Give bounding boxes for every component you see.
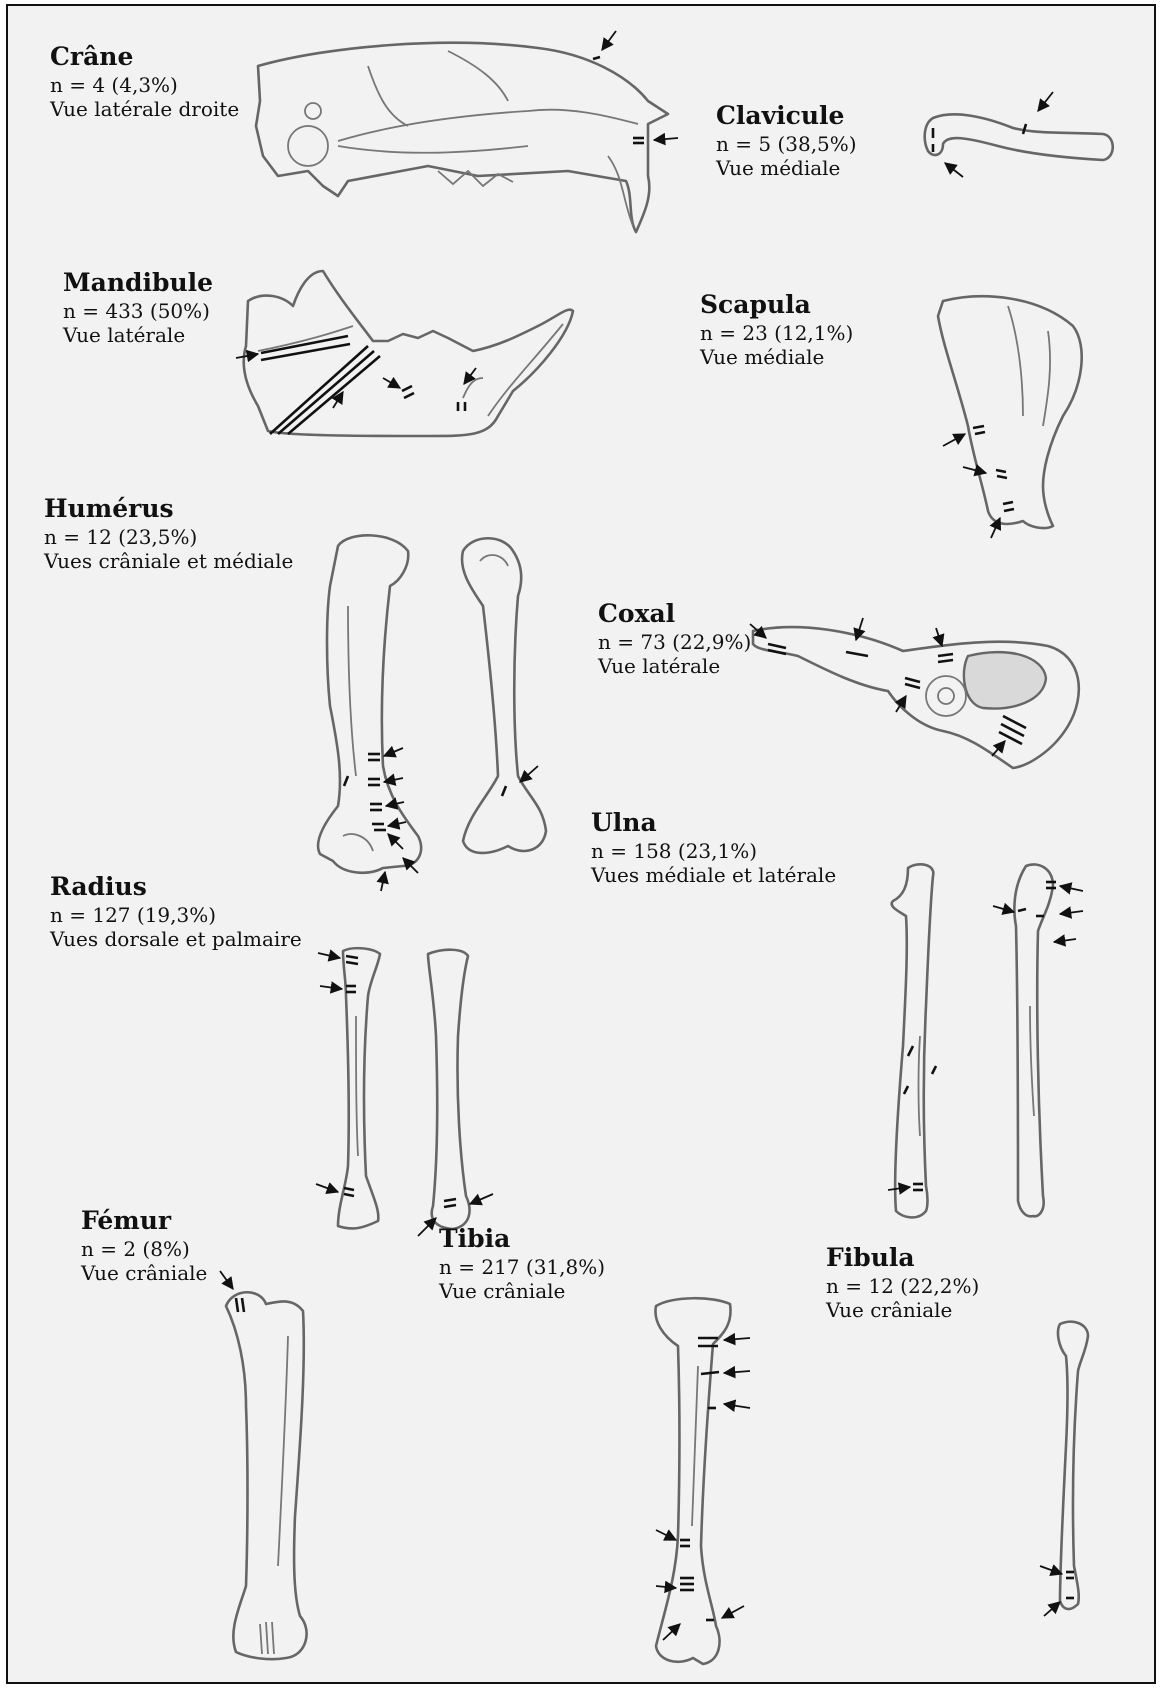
bone-view: Vues crâniale et médiale (44, 549, 293, 573)
bone-name: Crâne (50, 42, 239, 73)
coxal-drawing (753, 627, 1079, 768)
bone-view: Vue crâniale (81, 1261, 207, 1285)
bone-count: n = 127 (19,3%) (50, 903, 302, 927)
clavicle-drawing (925, 114, 1113, 160)
figure-panel: Crâne n = 4 (4,3%) Vue latérale droite C… (6, 4, 1156, 1684)
tibia-drawing (655, 1298, 730, 1664)
bone-view: Vue médiale (716, 156, 857, 180)
bone-name: Clavicule (716, 101, 857, 132)
bone-view: Vue latérale (63, 323, 213, 347)
bone-count: n = 23 (12,1%) (700, 321, 853, 345)
ulna-drawing (892, 864, 1053, 1217)
femur-arrows (220, 1271, 233, 1289)
femur-drawing (226, 1292, 307, 1659)
bone-view: Vues médiale et latérale (591, 863, 836, 887)
label-mandibule: Mandibule n = 433 (50%) Vue latérale (63, 268, 213, 347)
label-coxal: Coxal n = 73 (22,9%) Vue latérale (598, 599, 751, 678)
bone-view: Vues dorsale et palmaire (50, 927, 302, 951)
bone-name: Tibia (439, 1224, 605, 1255)
bone-count: n = 2 (8%) (81, 1237, 207, 1261)
bone-view: Vue crâniale (439, 1279, 605, 1303)
bone-name: Humérus (44, 494, 293, 525)
bone-name: Ulna (591, 808, 836, 839)
label-ulna: Ulna n = 158 (23,1%) Vues médiale et lat… (591, 808, 836, 887)
label-fibula: Fibula n = 12 (22,2%) Vue crâniale (826, 1243, 979, 1322)
bone-count: n = 5 (38,5%) (716, 132, 857, 156)
label-humerus: Humérus n = 12 (23,5%) Vues crâniale et … (44, 494, 293, 573)
bone-count: n = 73 (22,9%) (598, 630, 751, 654)
scapula-drawing (938, 296, 1082, 528)
humerus-drawing (318, 535, 546, 872)
bone-count: n = 12 (22,2%) (826, 1274, 979, 1298)
bone-name: Fémur (81, 1206, 207, 1237)
label-tibia: Tibia n = 217 (31,8%) Vue crâniale (439, 1224, 605, 1303)
radius-drawing (338, 948, 470, 1229)
label-scapula: Scapula n = 23 (12,1%) Vue médiale (700, 290, 853, 369)
skull-drawing (256, 43, 668, 232)
bone-count: n = 158 (23,1%) (591, 839, 836, 863)
bone-view: Vue latérale (598, 654, 751, 678)
bone-name: Radius (50, 872, 302, 903)
fibula-drawing (1058, 1322, 1088, 1609)
label-radius: Radius n = 127 (19,3%) Vues dorsale et p… (50, 872, 302, 951)
bone-count: n = 433 (50%) (63, 299, 213, 323)
bone-count: n = 4 (4,3%) (50, 73, 239, 97)
label-femur: Fémur n = 2 (8%) Vue crâniale (81, 1206, 207, 1285)
bone-name: Coxal (598, 599, 751, 630)
bone-illustrations (8, 6, 1158, 1686)
bone-count: n = 217 (31,8%) (439, 1255, 605, 1279)
bone-name: Fibula (826, 1243, 979, 1274)
bone-view: Vue latérale droite (50, 97, 239, 121)
bone-count: n = 12 (23,5%) (44, 525, 293, 549)
label-clavicule: Clavicule n = 5 (38,5%) Vue médiale (716, 101, 857, 180)
fibula-arrows (1040, 1566, 1062, 1616)
label-crane: Crâne n = 4 (4,3%) Vue latérale droite (50, 42, 239, 121)
bone-view: Vue crâniale (826, 1298, 979, 1322)
bone-view: Vue médiale (700, 345, 853, 369)
bone-name: Mandibule (63, 268, 213, 299)
bone-name: Scapula (700, 290, 853, 321)
